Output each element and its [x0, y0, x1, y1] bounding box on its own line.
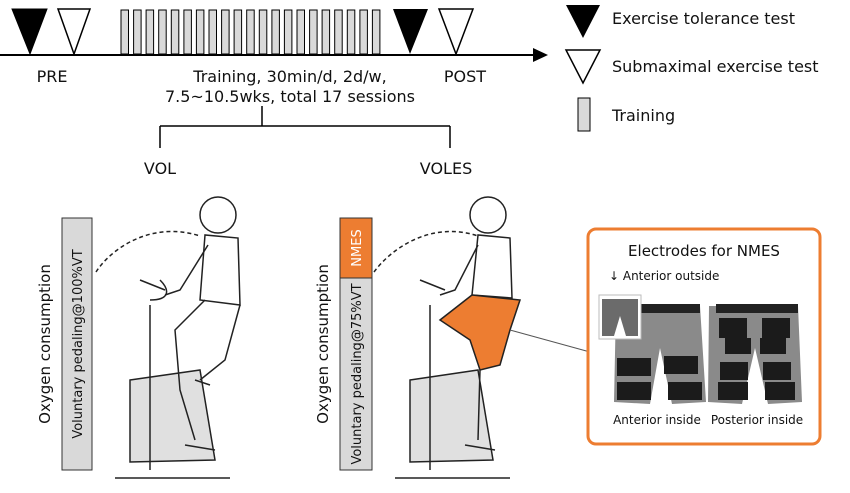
anterior-inside-label: Anterior inside — [613, 413, 701, 427]
training-session-bar — [170, 9, 180, 55]
vol-oxygen-bar: Oxygen consumption Voluntary pedaling@10… — [36, 217, 93, 471]
training-session-bar — [208, 9, 217, 55]
training-bar-icon — [577, 97, 591, 132]
training-session-bar — [334, 9, 343, 55]
electrodes-box: Electrodes for NMES ↓ Anterior outside — [586, 227, 822, 446]
vol-axis-label: Oxygen consumption — [36, 264, 54, 424]
training-session-bar — [233, 9, 243, 55]
legend-label-training: Training — [611, 106, 675, 125]
training-session-bar — [271, 9, 280, 55]
pre-submaximal-triangle-icon — [56, 8, 92, 57]
training-session-bar — [359, 9, 368, 55]
training-bars — [120, 9, 381, 55]
open-triangle-icon — [564, 49, 602, 85]
anterior-outside-label: ↓ Anterior outside — [609, 269, 719, 283]
timeline: PRE POST Training, 30min/d, 2d/w, 7.5~10… — [0, 8, 548, 106]
post-submaximal-triangle-icon — [437, 8, 475, 57]
training-session-bar — [120, 9, 129, 55]
vol-bar-label: Voluntary pedaling@100%VT — [71, 249, 86, 438]
voles-group-label: VOLES — [420, 159, 472, 178]
training-session-bar — [258, 9, 268, 55]
posterior-inside-photo — [708, 304, 802, 404]
training-session-bar — [346, 9, 356, 55]
cyclist-voles-illustration — [373, 196, 591, 479]
training-session-bar — [145, 9, 155, 55]
cyclist-vol-illustration — [95, 196, 241, 479]
post-exercise-tolerance-triangle-icon — [393, 9, 428, 54]
arrow-head-icon — [533, 48, 548, 62]
voles-nmes-label: NMES — [350, 229, 365, 266]
voles-voluntary-segment — [339, 277, 373, 471]
filled-triangle-icon — [566, 5, 600, 38]
pre-exercise-tolerance-triangle-icon — [11, 8, 48, 56]
group-bracket — [159, 106, 451, 148]
anterior-outside-inset-photo — [598, 294, 642, 340]
vol-group-label: VOL — [144, 159, 176, 178]
training-session-bar — [321, 9, 331, 55]
training-session-bar — [183, 9, 192, 55]
training-session-bar — [296, 9, 305, 55]
posterior-inside-label: Posterior inside — [711, 413, 803, 427]
training-session-bar — [221, 9, 230, 55]
voles-axis-label: Oxygen consumption — [314, 264, 332, 424]
training-session-bar — [195, 9, 205, 55]
training-session-bar — [158, 9, 167, 55]
training-session-bar — [246, 9, 255, 55]
legend: Exercise tolerance test Submaximal exerc… — [564, 5, 819, 132]
training-description-line1: Training, 30min/d, 2d/w, — [192, 67, 386, 86]
pre-label: PRE — [37, 67, 68, 86]
training-session-bar — [309, 9, 318, 55]
legend-label-exercise-tolerance: Exercise tolerance test — [612, 9, 795, 28]
training-session-bar — [283, 9, 293, 55]
training-session-bar — [371, 9, 381, 55]
voles-bar-label: Voluntary pedaling@75%VT — [350, 283, 365, 464]
voles-oxygen-bar: Oxygen consumption NMES Voluntary pedali… — [314, 217, 373, 471]
training-session-bar — [133, 9, 142, 55]
training-description-line2: 7.5~10.5wks, total 17 sessions — [165, 87, 415, 106]
electrodes-title: Electrodes for NMES — [628, 242, 780, 260]
legend-label-submaximal: Submaximal exercise test — [612, 57, 819, 76]
vol-voluntary-segment — [61, 217, 93, 471]
post-label: POST — [444, 67, 486, 86]
